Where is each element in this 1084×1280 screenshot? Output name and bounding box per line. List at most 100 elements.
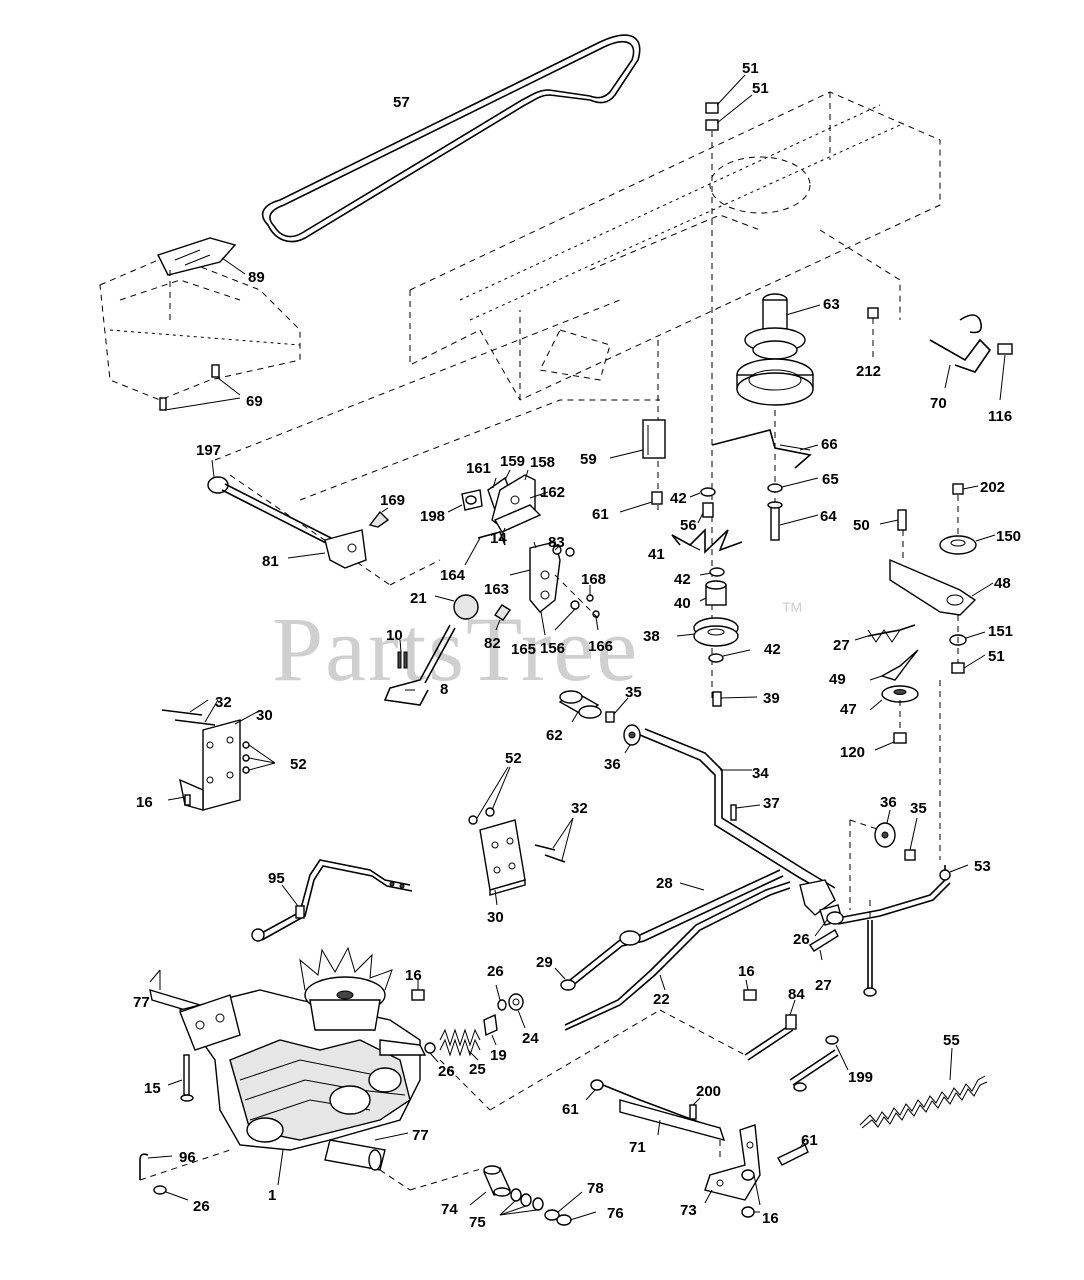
callout-77: 77 [133, 994, 150, 1011]
spring-stack [424, 984, 661, 1111]
callout-8: 8 [440, 681, 448, 698]
bolts-26-27-right [809, 900, 877, 997]
callout-30: 30 [256, 707, 273, 724]
callout-42: 42 [670, 490, 687, 507]
spindle-pulley-63 [705, 74, 1013, 700]
callout-62: 62 [546, 727, 563, 744]
part-28-rod [554, 869, 784, 991]
callout-51: 51 [988, 648, 1005, 665]
callout-26: 26 [487, 963, 504, 980]
callout-64: 64 [820, 508, 837, 525]
callout-150: 150 [996, 528, 1021, 545]
callout-69: 69 [246, 393, 263, 410]
callout-164: 164 [440, 567, 466, 584]
callout-198: 198 [420, 508, 445, 525]
callout-39: 39 [763, 690, 780, 707]
part-89-bracket [157, 237, 246, 320]
callout-14: 14 [490, 530, 507, 547]
callout-74: 74 [441, 1201, 458, 1218]
callout-212: 212 [856, 363, 881, 380]
callout-156: 156 [540, 640, 565, 657]
callout-50: 50 [853, 517, 870, 534]
callout-52: 52 [505, 750, 522, 767]
callout-32: 32 [571, 800, 588, 817]
callout-65: 65 [822, 471, 839, 488]
callout-40: 40 [674, 595, 691, 612]
callout-19: 19 [490, 1047, 507, 1064]
callout-116: 116 [988, 408, 1012, 425]
watermark: PartsTree TM [272, 598, 802, 700]
callout-61: 61 [801, 1132, 818, 1149]
pins-96-26 [139, 1149, 231, 1201]
callout-35: 35 [625, 684, 642, 701]
callout-71: 71 [629, 1139, 646, 1156]
callout-51: 51 [752, 80, 769, 97]
callout-10: 10 [386, 627, 403, 644]
callout-78: 78 [587, 1180, 604, 1197]
callout-163: 163 [484, 581, 509, 598]
callout-120: 120 [840, 744, 865, 761]
callout-24: 24 [522, 1030, 539, 1047]
callout-30: 30 [487, 909, 504, 926]
callout-81: 81 [262, 553, 279, 570]
callout-36: 36 [880, 794, 897, 811]
callout-57: 57 [393, 94, 410, 111]
callout-84: 84 [788, 986, 805, 1003]
callout-48: 48 [994, 575, 1011, 592]
part-69-bolts [159, 364, 241, 411]
callout-89: 89 [248, 269, 265, 286]
callout-168: 168 [581, 571, 606, 588]
callout-28: 28 [656, 875, 673, 892]
callout-75: 75 [469, 1214, 486, 1231]
callout-29: 29 [536, 954, 553, 971]
callout-55: 55 [943, 1032, 960, 1049]
callout-35: 35 [910, 800, 927, 817]
idler-stack [671, 487, 758, 707]
callout-95: 95 [268, 870, 285, 887]
callout-16: 16 [762, 1210, 779, 1227]
callout-53: 53 [974, 858, 991, 875]
callout-197: 197 [196, 442, 221, 459]
callout-96: 96 [179, 1149, 196, 1166]
callout-61: 61 [592, 506, 609, 523]
callout-42: 42 [674, 571, 691, 588]
callout-202: 202 [980, 479, 1005, 496]
drive-belt-57 [261, 34, 641, 243]
callout-82: 82 [484, 635, 501, 652]
callout-26: 26 [438, 1063, 455, 1080]
part-66-idler-arm [711, 429, 819, 469]
callout-27: 27 [833, 637, 850, 654]
callout-51: 51 [742, 60, 759, 77]
callout-63: 63 [823, 296, 840, 313]
callout-16: 16 [738, 963, 755, 980]
callout-47: 47 [840, 701, 857, 718]
callout-158: 158 [530, 454, 555, 471]
callout-32: 32 [215, 694, 232, 711]
callout-27: 27 [815, 977, 832, 994]
brake-linkage-right [854, 483, 996, 860]
callout-165: 165 [511, 641, 536, 658]
callout-49: 49 [829, 671, 846, 688]
callout-151: 151 [988, 623, 1013, 640]
part-22-rod [564, 881, 791, 1031]
lift-linkage-left [207, 459, 601, 706]
callout-25: 25 [469, 1061, 486, 1078]
callout-21: 21 [410, 590, 427, 607]
part-71-73-assembly [585, 1079, 809, 1218]
callout-16: 16 [136, 794, 153, 811]
lift-shaft-34 [558, 690, 918, 926]
callout-73: 73 [680, 1202, 697, 1219]
callout-56: 56 [680, 517, 697, 534]
callout-36: 36 [604, 756, 621, 773]
part-55-spring [859, 1047, 988, 1129]
callout-22: 22 [653, 991, 670, 1008]
frame-outline [214, 91, 941, 586]
callout-16: 16 [405, 967, 422, 984]
callout-76: 76 [607, 1205, 624, 1222]
callout-200: 200 [696, 1083, 721, 1100]
hood-outline [99, 254, 301, 401]
callout-42: 42 [764, 641, 781, 658]
axle-spacers-74-75 [379, 1165, 597, 1226]
callout-161: 161 [466, 460, 491, 477]
part-64-65 [767, 477, 819, 541]
